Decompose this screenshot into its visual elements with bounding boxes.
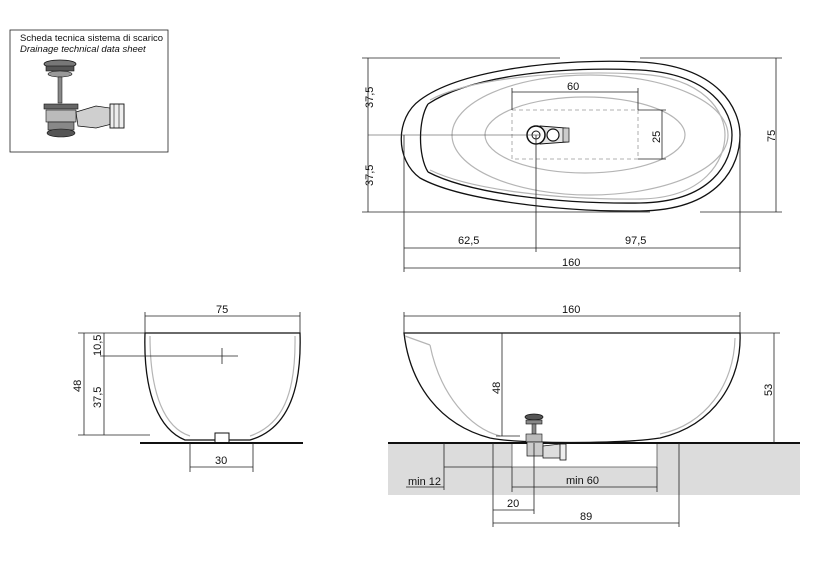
side-dim-inner-depth: 48 <box>72 380 84 392</box>
drainage-legend: Scheda tecnica sistema di scarico Draina… <box>9 29 169 153</box>
plan-dim-lower-height: 37,5 <box>364 165 376 186</box>
front-dim-drain-offset: 20 <box>507 498 519 510</box>
front-dim-min-recess-width: min 60 <box>566 475 599 487</box>
front-dim-min-floor-depth: min 12 <box>408 476 441 488</box>
drain-symbol-front <box>524 413 567 461</box>
legend-subtitle: Drainage technical data sheet <box>20 44 146 55</box>
side-view: 75 10,5 48 37,5 30 <box>72 304 303 472</box>
front-view: 160 48 53 min 12 min 60 20 89 <box>388 304 800 527</box>
front-dim-recess-span: 89 <box>580 511 592 523</box>
side-dim-base-width: 30 <box>215 455 227 467</box>
side-dim-top-width: 75 <box>216 304 228 316</box>
plan-dim-right-offset: 97,5 <box>625 235 646 247</box>
plan-dim-drain-length: 60 <box>567 81 579 93</box>
front-dim-inner-depth: 48 <box>491 382 503 394</box>
front-dim-total-height: 53 <box>763 384 775 396</box>
side-dim-rim-offset: 10,5 <box>92 335 104 356</box>
plan-view: 37,5 37,5 75 60 25 62,5 97,5 160 <box>362 57 782 272</box>
plan-dim-total-width: 75 <box>766 130 778 142</box>
plan-dim-left-offset: 62,5 <box>458 235 479 247</box>
plan-dim-drain-width: 25 <box>651 131 663 143</box>
plan-dim-upper-height: 37,5 <box>364 87 376 108</box>
front-dim-total-length: 160 <box>562 304 580 316</box>
drain-valve-icon <box>43 59 125 138</box>
side-dim-drain-height: 37,5 <box>92 387 104 408</box>
plan-dim-total-length: 160 <box>562 257 580 269</box>
legend-title: Scheda tecnica sistema di scarico <box>20 33 163 44</box>
